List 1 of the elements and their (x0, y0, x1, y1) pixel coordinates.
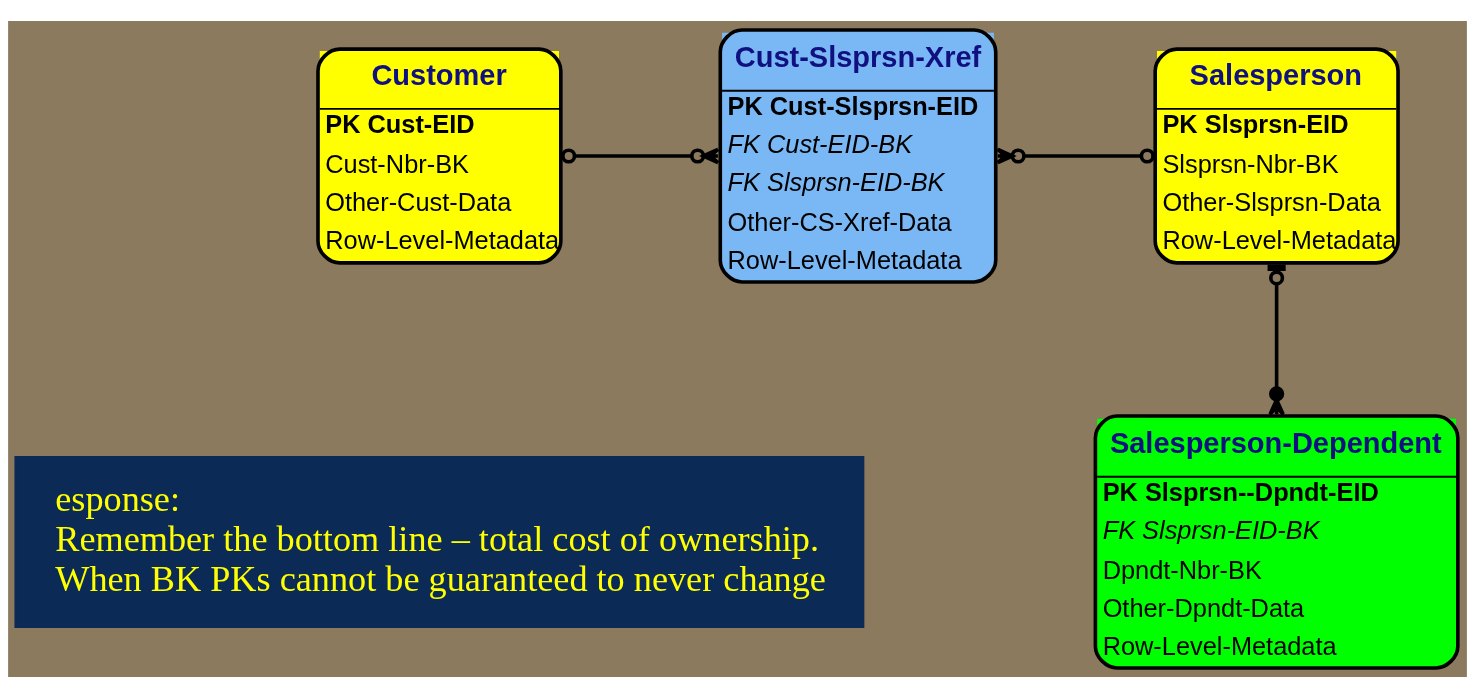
node-box: esponse: Remember the bottom line – total cost of ownership. When BK PKs cannot be guaranteed to never change (14, 455, 865, 628)
